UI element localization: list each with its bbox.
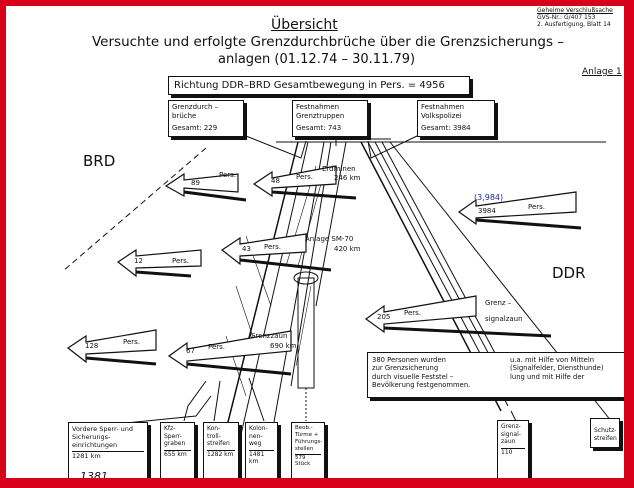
document-page: Geheime Verschlußsache GVS-Nr.: G/407 15… <box>6 6 624 478</box>
box-value: 1481 km <box>249 449 274 466</box>
gvs-number: GVS-Nr.: G/407 153 <box>537 14 596 21</box>
signal-fence-label: Grenz – <box>485 299 512 307</box>
box-label: Beob.- <box>295 425 313 431</box>
category-box-police: Festnahmen Volkspolizei Gesamt: 3984 <box>417 100 495 137</box>
classification-stamp: Geheime Verschlußsache <box>537 7 613 14</box>
note-line: durch visuelle Feststel – <box>372 372 454 381</box>
note-line: Bevölkerung festgenommen. <box>372 381 471 390</box>
box-label: graben <box>164 440 186 447</box>
category-label: brüche <box>172 111 197 120</box>
arrow-count: 12 <box>134 257 143 265</box>
arrow-unit: Pers. <box>219 171 237 179</box>
arrow-count: 67 <box>186 347 195 355</box>
category-total: Gesamt: 743 <box>296 123 342 132</box>
box-value: 579 Stück <box>295 453 321 469</box>
note-line: zur Grenzsicherung <box>372 364 439 373</box>
sm70-label: Anlage SM-70 <box>305 235 354 243</box>
arrow-count: 3984 <box>478 207 496 215</box>
note-line: 380 Personen wurden <box>372 356 446 364</box>
mines-label: Erdminen <box>322 165 356 173</box>
box-label: Führungs- <box>295 438 323 445</box>
bottom-box-column-road: Kolon- nen- weg 1481 km <box>245 422 278 478</box>
box-label: Sicherungs- <box>72 433 111 442</box>
handwritten-annotation: (3,984) <box>474 193 504 202</box>
mines-length: 246 km <box>334 174 361 182</box>
title-line-1: Versuchte und erfolgte Grenzdurchbrüche … <box>92 34 565 50</box>
arrow-count: 128 <box>85 342 99 350</box>
signal-fence-label: signalzaun <box>485 315 523 323</box>
note-line: (Signalfelder, Diensthunde) <box>510 364 604 373</box>
sm70-length: 420 km <box>334 245 361 253</box>
box-label: einrichtungen <box>72 441 118 450</box>
category-box-border-troops: Festnahmen Grenztruppen Gesamt: 743 <box>292 100 368 137</box>
title-line-2: anlagen (01.12.74 – 30.11.79) <box>218 52 416 67</box>
arrow-count: 48 <box>271 177 280 185</box>
bottom-box-front-barriers: Vordere Sperr- und Sicherungs- einrichtu… <box>68 422 148 478</box>
arrow-unit: Pers. <box>404 309 422 317</box>
box-label: stellen <box>295 445 314 452</box>
bottom-box-vehicle-ditch: Kfz- Sperr- graben 655 km <box>160 422 195 478</box>
arrow-unit: Pers. <box>264 243 282 251</box>
category-label: Grenzdurch – <box>172 103 219 111</box>
box-label: Kolon- <box>249 425 268 432</box>
region-ddr: DDR <box>552 264 586 282</box>
box-label: Grenz- <box>501 423 521 430</box>
copy-sheet: 2. Ausfertigung, Blatt 14 <box>537 21 611 28</box>
arrow-unit: Pers. <box>123 338 141 346</box>
box-value: 655 km <box>164 449 191 459</box>
annex-label: Anlage 1 <box>582 67 622 77</box>
arrow-unit: Pers. <box>208 343 226 351</box>
box-label: Kfz- <box>164 425 176 432</box>
arrow-unit: Pers. <box>296 173 314 181</box>
box-label: weg <box>249 440 262 447</box>
box-label: signal- <box>501 430 521 438</box>
box-label: zaun <box>501 438 516 445</box>
arrow-count: 205 <box>377 313 391 321</box>
category-label: Grenztruppen <box>296 111 345 120</box>
box-value: 110 <box>501 447 525 457</box>
box-label: nen- <box>249 432 263 440</box>
box-label: Sperr- <box>164 432 182 440</box>
category-label: Festnahmen <box>421 103 465 111</box>
fence-length: 690 km <box>270 342 297 350</box>
box-label: streifen <box>594 434 617 442</box>
bottom-box-towers: Beob.- Türme + Führungs- stellen 579 Stü… <box>291 422 325 478</box>
box-label: troll- <box>207 432 221 440</box>
arrow-count: 89 <box>191 179 200 187</box>
note-line: u.a. mit Hilfe von Mitteln <box>510 356 595 364</box>
fence-label: Grenzzaun <box>250 332 288 340</box>
box-label: Kon- <box>207 425 221 432</box>
bottom-box-control-strip: Kon- troll- streifen 1282 km <box>203 422 239 478</box>
box-label: Schutz- <box>594 427 617 434</box>
category-total: Gesamt: 3984 <box>421 123 471 132</box>
bottom-box-signal-fence: Grenz- signal- zaun 110 <box>497 420 529 478</box>
category-label: Festnahmen <box>296 103 340 111</box>
note-box: 380 Personen wurden zur Grenzsicherung d… <box>367 352 624 398</box>
total-movement-box: Richtung DDR–BRD Gesamtbewegung in Pers.… <box>168 76 470 95</box>
box-value: 1281 km <box>72 451 144 460</box>
arrow-unit: Pers. <box>172 257 190 265</box>
heading: Übersicht <box>271 17 338 33</box>
box-label: Türme + <box>295 431 319 438</box>
category-total: Gesamt: 229 <box>172 123 218 132</box>
category-label: Volkspolizei <box>421 111 462 120</box>
handwritten-number: 1381 <box>80 470 108 478</box>
box-label: Vordere Sperr- und <box>72 425 134 433</box>
box-value: 1282 km <box>207 449 235 458</box>
note-line: lung und mit Hilfe der <box>510 372 585 381</box>
region-brd: BRD <box>83 152 116 170</box>
box-label: streifen <box>207 440 230 447</box>
category-box-breakthroughs: Grenzdurch – brüche Gesamt: 229 <box>168 100 244 137</box>
arrow-unit: Pers. <box>528 203 546 211</box>
arrow-count: 43 <box>242 245 251 253</box>
bottom-box-protection-strip: Schutz- streifen <box>590 418 620 448</box>
